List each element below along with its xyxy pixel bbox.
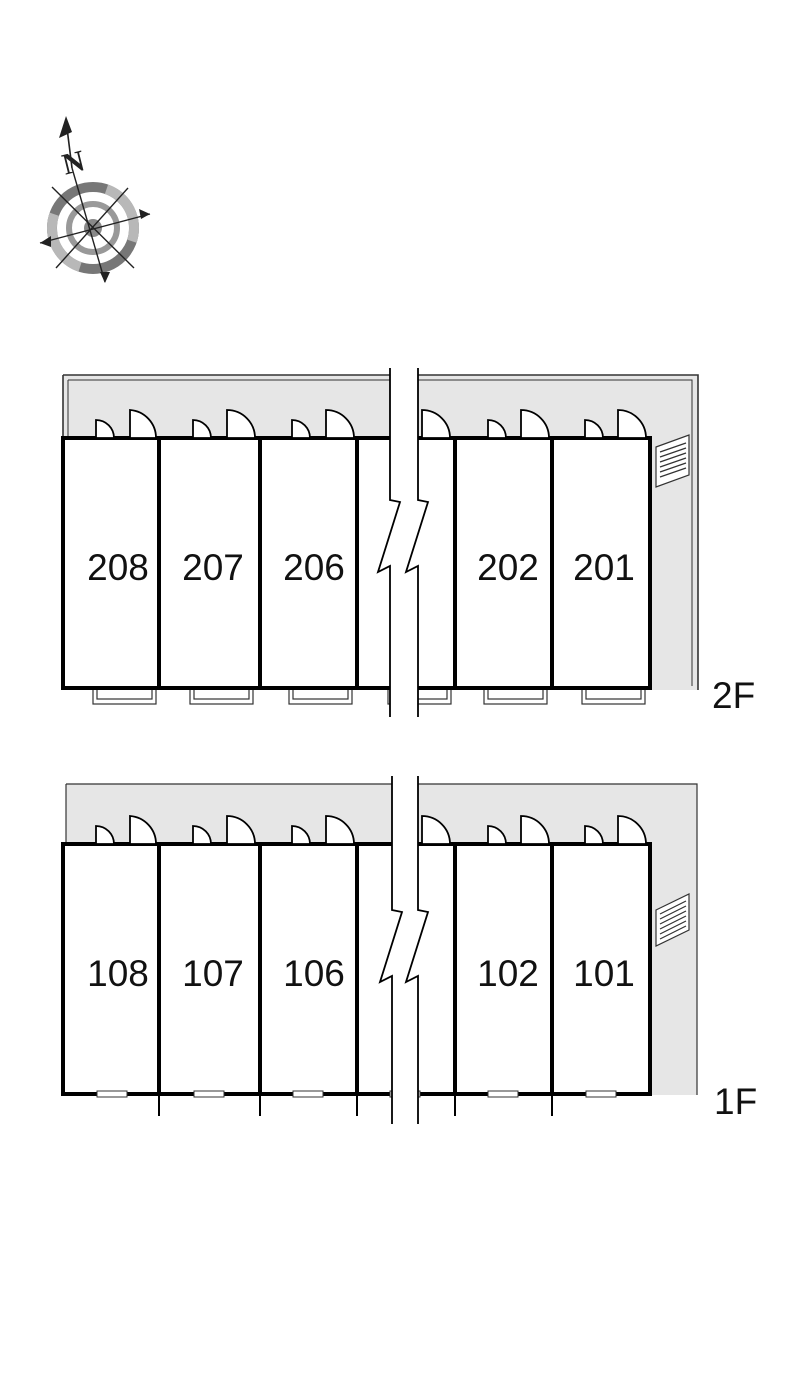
balcony-row-2f [92,687,646,705]
compass-rose-icon: N [39,116,151,283]
floor-2-plan: 208 207 206 202 201 2F [61,368,755,717]
unit-202-label: 202 [477,547,539,588]
unit-108-label: 108 [87,953,149,994]
break-mark-1f [378,776,430,1124]
compass-north-label: N [59,144,88,181]
unit-201-label: 201 [573,547,635,588]
unit-107-label: 107 [182,953,244,994]
floor-2-label: 2F [712,675,755,716]
staircase-2f [655,434,690,488]
break-mark-2f [376,368,430,717]
floor-1-label: 1F [714,1081,757,1122]
unit-101-label: 101 [573,953,635,994]
unit-208-label: 208 [87,547,149,588]
unit-102-label: 102 [477,953,539,994]
unit-106-label: 106 [283,953,345,994]
unit-207-label: 207 [182,547,244,588]
floor-1-plan: 108 107 106 102 101 1F [61,776,757,1124]
unit-206-label: 206 [283,547,345,588]
staircase-1f [655,893,690,947]
